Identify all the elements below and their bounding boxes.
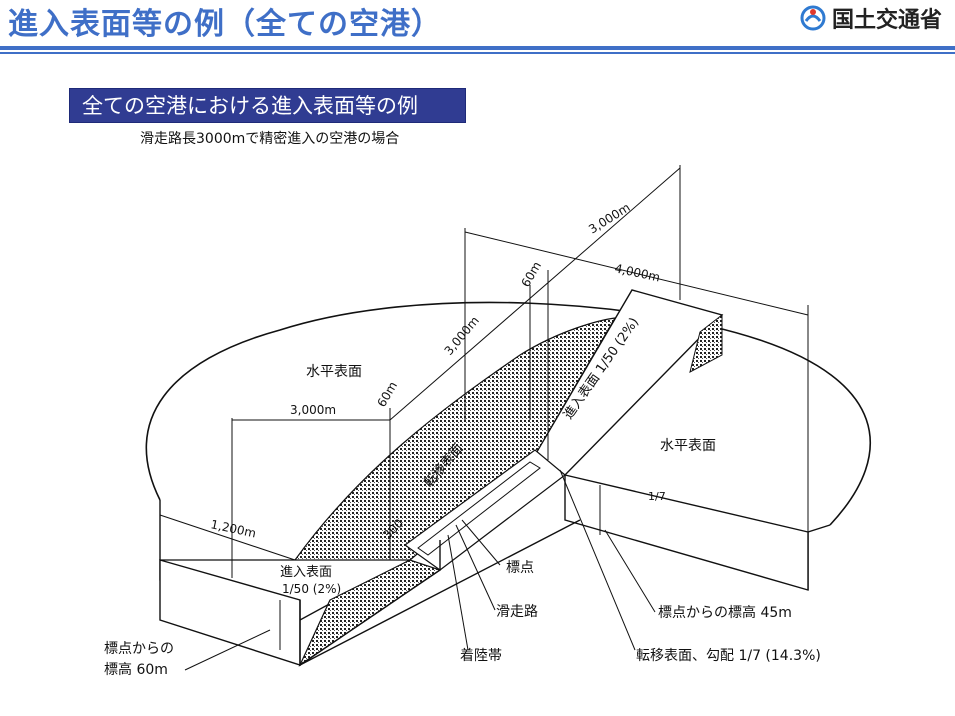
approach-surface-near-label-2: 1/50 (2%) bbox=[282, 582, 341, 596]
right-block bbox=[564, 474, 809, 591]
dim-3000-top: 3,000m bbox=[586, 200, 632, 236]
page-title: 進入表面等の例（全ての空港） bbox=[8, 7, 442, 42]
logo-text: 国土交通省 bbox=[832, 8, 943, 33]
transitional-surface-label: 転移表面、勾配 1/7 (14.3%) bbox=[636, 648, 821, 664]
dim-60-top: 60m bbox=[518, 259, 544, 289]
mlit-logo-icon bbox=[800, 5, 826, 31]
title-underline bbox=[0, 46, 955, 50]
transitional-surface-left bbox=[294, 317, 617, 579]
dim-1200: 1,200m bbox=[209, 517, 257, 540]
diagram-caption: 滑走路長3000mで精密進入の空港の場合 bbox=[140, 131, 400, 147]
runway-strip-label: 着陸帯 bbox=[460, 648, 502, 664]
dim-3000-mid: 3,000m bbox=[442, 314, 482, 358]
horizontal-surface-right-label: 水平表面 bbox=[660, 438, 716, 454]
horizontal-surface-outline bbox=[145, 301, 872, 526]
far-approach-side bbox=[689, 313, 723, 373]
elevation-45-label: 標点からの標高 45m bbox=[658, 604, 792, 621]
leader-lines bbox=[184, 469, 656, 671]
section-heading: 全ての空港における進入表面等の例 bbox=[69, 88, 466, 123]
elevation-60-label-line1: 標点からの bbox=[104, 641, 174, 657]
horizontal-surface-right-edge bbox=[807, 524, 831, 590]
dim-3000-left: 3,000m bbox=[290, 403, 336, 417]
horizontal-surface-left-label: 水平表面 bbox=[306, 364, 362, 380]
title-underline-thin bbox=[0, 52, 955, 54]
runway-shape bbox=[417, 461, 541, 556]
dimension-lines bbox=[159, 165, 809, 650]
runway-label: 滑走路 bbox=[496, 603, 538, 620]
elevation-60-label-line2: 標高 60m bbox=[104, 661, 168, 678]
dim-4000: 4,000m bbox=[613, 261, 661, 284]
ministry-logo: 国土交通省 bbox=[800, 2, 942, 34]
near-approach-right-face bbox=[299, 540, 441, 667]
reference-point-label: 標点 bbox=[506, 560, 534, 576]
dim-1-7: 1/7 bbox=[648, 490, 666, 503]
dim-60-left: 60m bbox=[374, 379, 400, 409]
approach-surface-near-label-1: 進入表面 bbox=[280, 565, 332, 580]
